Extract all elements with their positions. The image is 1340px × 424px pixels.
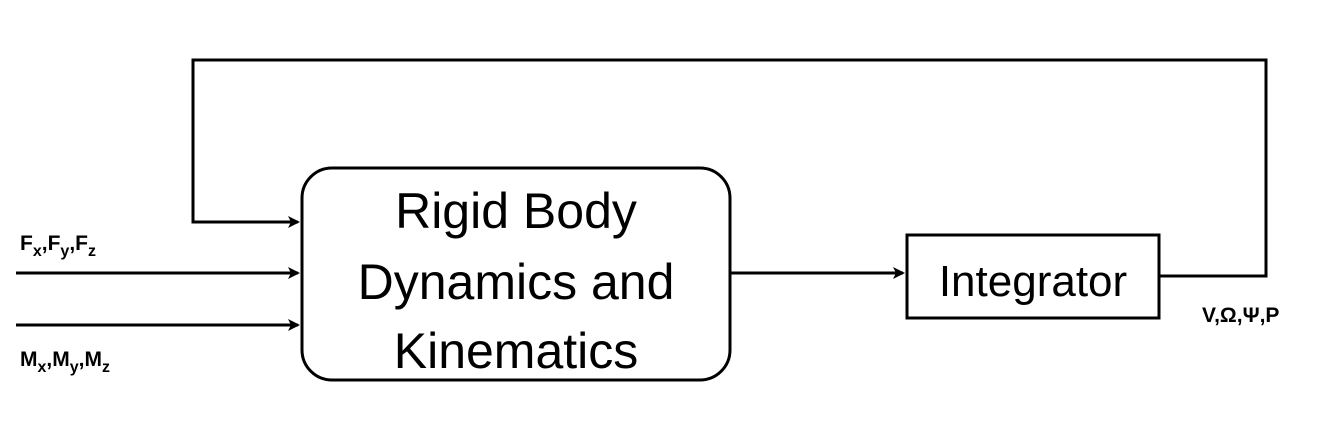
force-fx-sub: x [33, 243, 42, 260]
moment-my-base: M [52, 348, 70, 371]
moment-my-sub: y [70, 359, 79, 376]
feedback-loop-arrow [191, 58, 1268, 278]
force-fx-base: F [20, 232, 33, 255]
integrator-block [905, 233, 1161, 320]
force-signal-label: Fx,Fy,Fz [20, 232, 96, 260]
dynamics-label-line1: Rigid Body [395, 183, 637, 239]
moment-mz-sub: z [102, 359, 110, 376]
moment-mx-base: M [20, 348, 38, 371]
force-sep-2: , [69, 232, 75, 255]
force-fy-base: F [48, 232, 61, 255]
moment-signal-label: Mx,My,Mz [20, 348, 110, 376]
moment-mz-base: M [85, 348, 103, 371]
moment-sep-1: , [46, 348, 52, 371]
moment-mx-sub: x [38, 359, 47, 376]
force-sep-1: , [42, 232, 48, 255]
force-fz-sub: z [88, 243, 96, 260]
force-fz-base: F [75, 232, 88, 255]
moment-sep-2: , [79, 348, 85, 371]
state-signal-label: V,Ω,Ψ,P [1202, 304, 1279, 327]
integrator-label: Integrator [939, 257, 1127, 306]
dynamics-label-line3: Kinematics [394, 323, 639, 379]
dynamics-label-line2: Dynamics and [358, 254, 675, 310]
force-fy-sub: y [60, 243, 69, 260]
